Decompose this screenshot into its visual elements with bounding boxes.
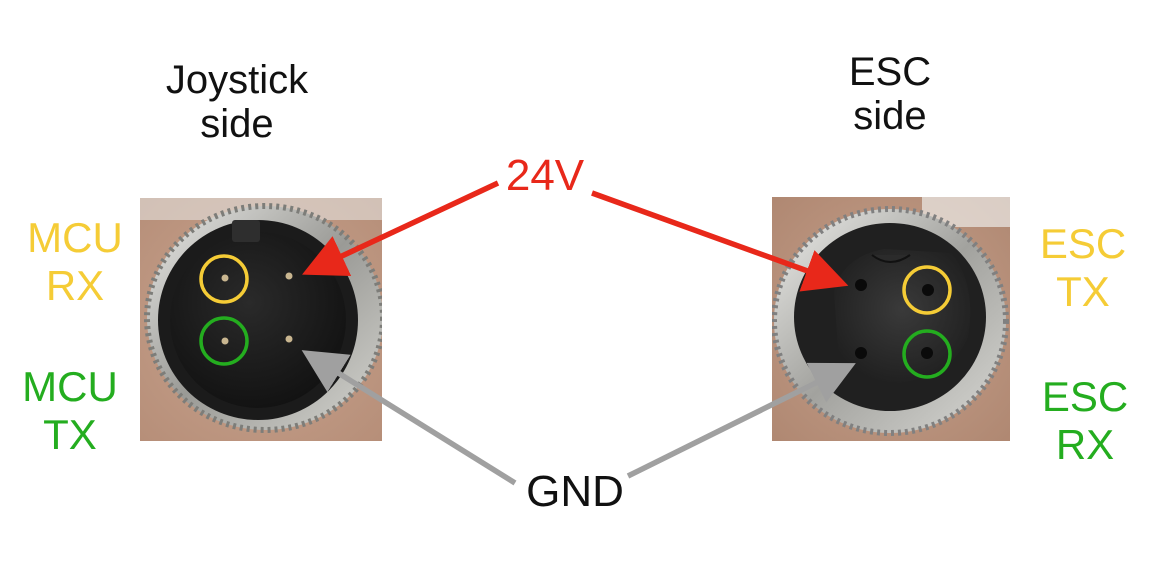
esc-rx-line1: ESC (1041, 373, 1129, 420)
joystick-side-title: Joystick side (137, 58, 337, 146)
joystick-pin-gnd (285, 335, 293, 343)
joystick-pin-tx (221, 337, 229, 345)
joystick-tx-highlight-circle (199, 316, 249, 366)
mcu-tx-label: MCU TX (5, 363, 135, 459)
esc-pin-rx (921, 347, 933, 359)
joystick-title-line2: side (200, 102, 274, 146)
joystick-pin-rx (221, 274, 229, 282)
esc-key-notch (871, 254, 911, 263)
joystick-rx-highlight-circle (199, 254, 249, 304)
mcu-rx-line1: MCU (27, 214, 123, 261)
esc-tx-label: ESC TX (1018, 220, 1148, 316)
esc-pin-gnd (855, 347, 867, 359)
esc-title-line2: side (853, 94, 927, 138)
esc-pin-tx (922, 284, 934, 296)
esc-pin-24v (855, 279, 867, 291)
esc-tx-line1: ESC (1039, 220, 1127, 267)
power-24v-label: 24V (505, 151, 585, 200)
esc-tx-highlight-circle (902, 265, 952, 315)
esc-rx-line2: RX (1055, 421, 1115, 468)
joystick-key-notch (232, 220, 260, 242)
joystick-title-line1: Joystick (165, 58, 309, 102)
esc-side-title: ESC side (790, 50, 990, 138)
arrow-gnd-to-joystick (301, 350, 517, 486)
mcu-rx-label: MCU RX (10, 214, 140, 310)
ground-gnd-label: GND (526, 467, 624, 516)
joystick-pin-24v (285, 272, 293, 280)
arrow-gnd-to-esc (626, 362, 856, 479)
esc-rx-label: ESC RX (1020, 373, 1150, 469)
mcu-rx-line2: RX (45, 262, 105, 309)
arrow-24v-to-esc (591, 190, 849, 292)
arrow-24v-to-joystick (302, 180, 500, 276)
esc-tx-line2: TX (1056, 268, 1110, 315)
esc-title-line1: ESC (848, 50, 932, 94)
mcu-tx-line2: TX (43, 411, 97, 458)
mcu-tx-line1: MCU (22, 363, 118, 410)
esc-rx-highlight-circle (902, 329, 952, 379)
